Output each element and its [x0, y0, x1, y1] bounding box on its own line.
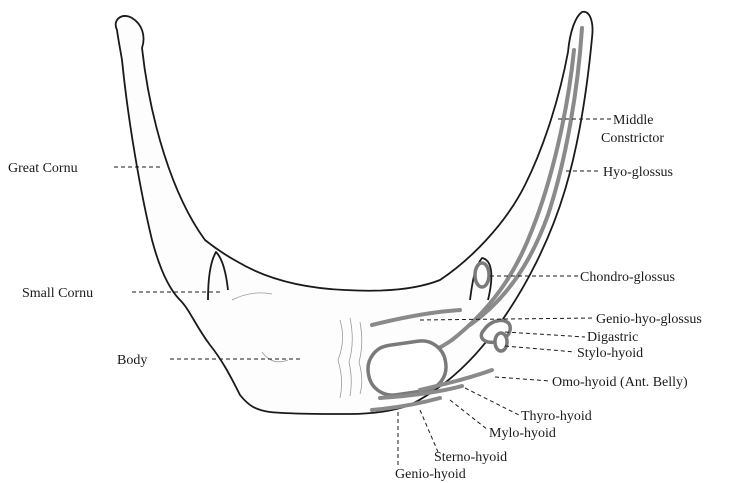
label-genio-hyo-glossus: Genio-hyo-glossus — [596, 312, 702, 327]
chondro-glossus-attachment — [475, 263, 489, 287]
label-omo-hyoid: Omo-hyoid (Ant. Belly) — [552, 375, 688, 390]
label-hyo-glossus: Hyo-glossus — [603, 165, 673, 180]
label-great-cornu: Great Cornu — [8, 161, 78, 176]
label-digastric: Digastric — [587, 330, 638, 345]
label-middle-constrictor-line2: Constrictor — [601, 131, 664, 146]
label-genio-hyoid: Genio-hyoid — [395, 467, 466, 482]
label-small-cornu: Small Cornu — [22, 286, 93, 301]
label-middle-constrictor-line1: Middle — [613, 113, 653, 128]
label-chondro-glossus: Chondro-glossus — [580, 270, 675, 285]
label-body: Body — [117, 353, 147, 368]
label-thyro-hyoid: Thyro-hyoid — [521, 409, 592, 424]
label-stylo-hyoid: Stylo-hyoid — [577, 346, 643, 361]
stylo-hyoid-attachment — [495, 333, 507, 351]
label-mylo-hyoid: Mylo-hyoid — [489, 426, 556, 441]
hyoid-bone-outline — [116, 12, 593, 414]
label-sterno-hyoid: Sterno-hyoid — [434, 450, 507, 465]
